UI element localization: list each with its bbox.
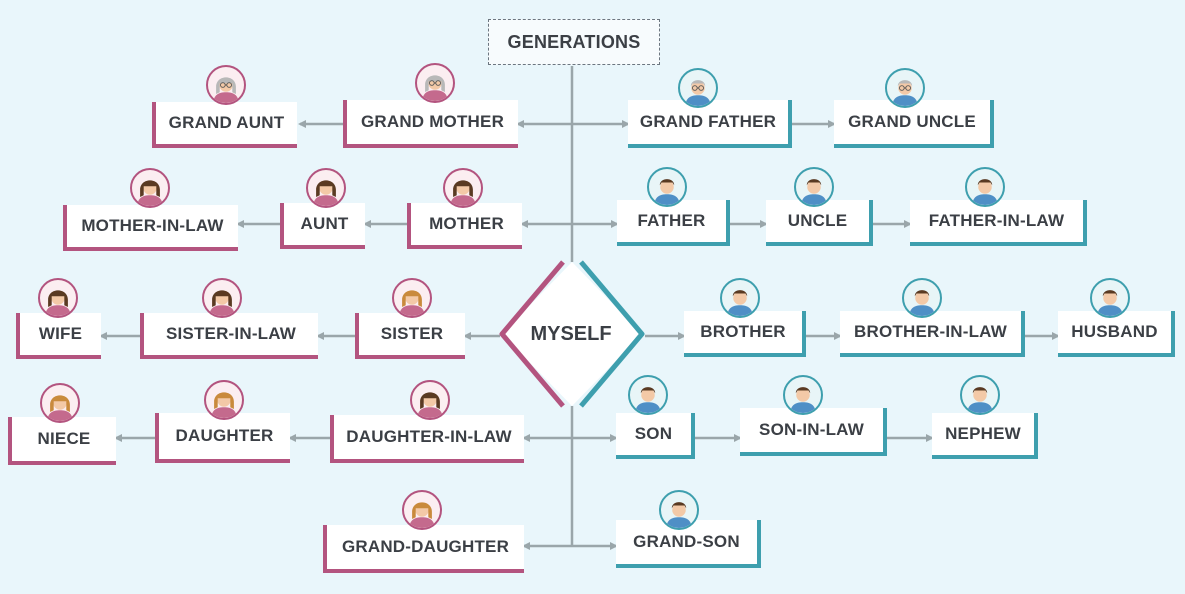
grand-uncle-avatar-icon — [885, 68, 925, 108]
node-daughter: DAUGHTER — [155, 413, 290, 463]
node-sister: SISTER — [355, 313, 465, 359]
grand-father-avatar-icon — [678, 68, 718, 108]
node-nephew: NEPHEW — [932, 413, 1038, 459]
son-avatar-icon — [628, 375, 668, 415]
mother-in-law-avatar-icon — [130, 168, 170, 208]
node-son-in-law: SON-IN-LAW — [740, 408, 887, 456]
node-husband: HUSBAND — [1058, 311, 1175, 357]
sister-in-law-avatar-icon — [202, 278, 242, 318]
node-father-in-law: FATHER-IN-LAW — [910, 200, 1087, 246]
node-mother-in-law: MOTHER-IN-LAW — [63, 205, 238, 251]
node-uncle: UNCLE — [766, 200, 873, 246]
node-aunt: AUNT — [280, 203, 365, 249]
niece-avatar-icon — [40, 383, 80, 423]
node-son: SON — [616, 413, 695, 459]
uncle-avatar-icon — [794, 167, 834, 207]
node-brother-in-law: BROTHER-IN-LAW — [840, 311, 1025, 357]
node-niece: NIECE — [8, 417, 116, 465]
node-brother: BROTHER — [684, 311, 806, 357]
husband-avatar-icon — [1090, 278, 1130, 318]
node-grand-daughter: GRAND-DAUGHTER — [323, 525, 524, 573]
daughter-in-law-avatar-icon — [410, 380, 450, 420]
grand-son-avatar-icon — [659, 490, 699, 530]
node-grand-aunt: GRAND AUNT — [152, 102, 297, 148]
sister-avatar-icon — [392, 278, 432, 318]
node-daughter-in-law: DAUGHTER-IN-LAW — [330, 415, 524, 463]
node-wife: WIFE — [16, 313, 101, 359]
node-grand-uncle: GRAND UNCLE — [834, 100, 994, 148]
node-father: FATHER — [617, 200, 730, 246]
node-grand-father: GRAND FATHER — [628, 100, 792, 148]
myself-label: MYSELF — [530, 322, 612, 345]
son-in-law-avatar-icon — [783, 375, 823, 415]
node-sister-in-law: SISTER-IN-LAW — [140, 313, 318, 359]
brother-in-law-avatar-icon — [902, 278, 942, 318]
node-mother: MOTHER — [407, 203, 522, 249]
grand-aunt-avatar-icon — [206, 65, 246, 105]
node-grand-mother: GRAND MOTHER — [343, 100, 518, 148]
daughter-avatar-icon — [204, 380, 244, 420]
mother-avatar-icon — [443, 168, 483, 208]
father-avatar-icon — [647, 167, 687, 207]
grand-mother-avatar-icon — [415, 63, 455, 103]
father-in-law-avatar-icon — [965, 167, 1005, 207]
aunt-avatar-icon — [306, 168, 346, 208]
grand-daughter-avatar-icon — [402, 490, 442, 530]
nephew-avatar-icon — [960, 375, 1000, 415]
generations-title: GENERATIONS — [488, 19, 660, 65]
brother-avatar-icon — [720, 278, 760, 318]
myself-diamond — [499, 260, 645, 408]
node-grand-son: GRAND-SON — [616, 520, 761, 568]
wife-avatar-icon — [38, 278, 78, 318]
